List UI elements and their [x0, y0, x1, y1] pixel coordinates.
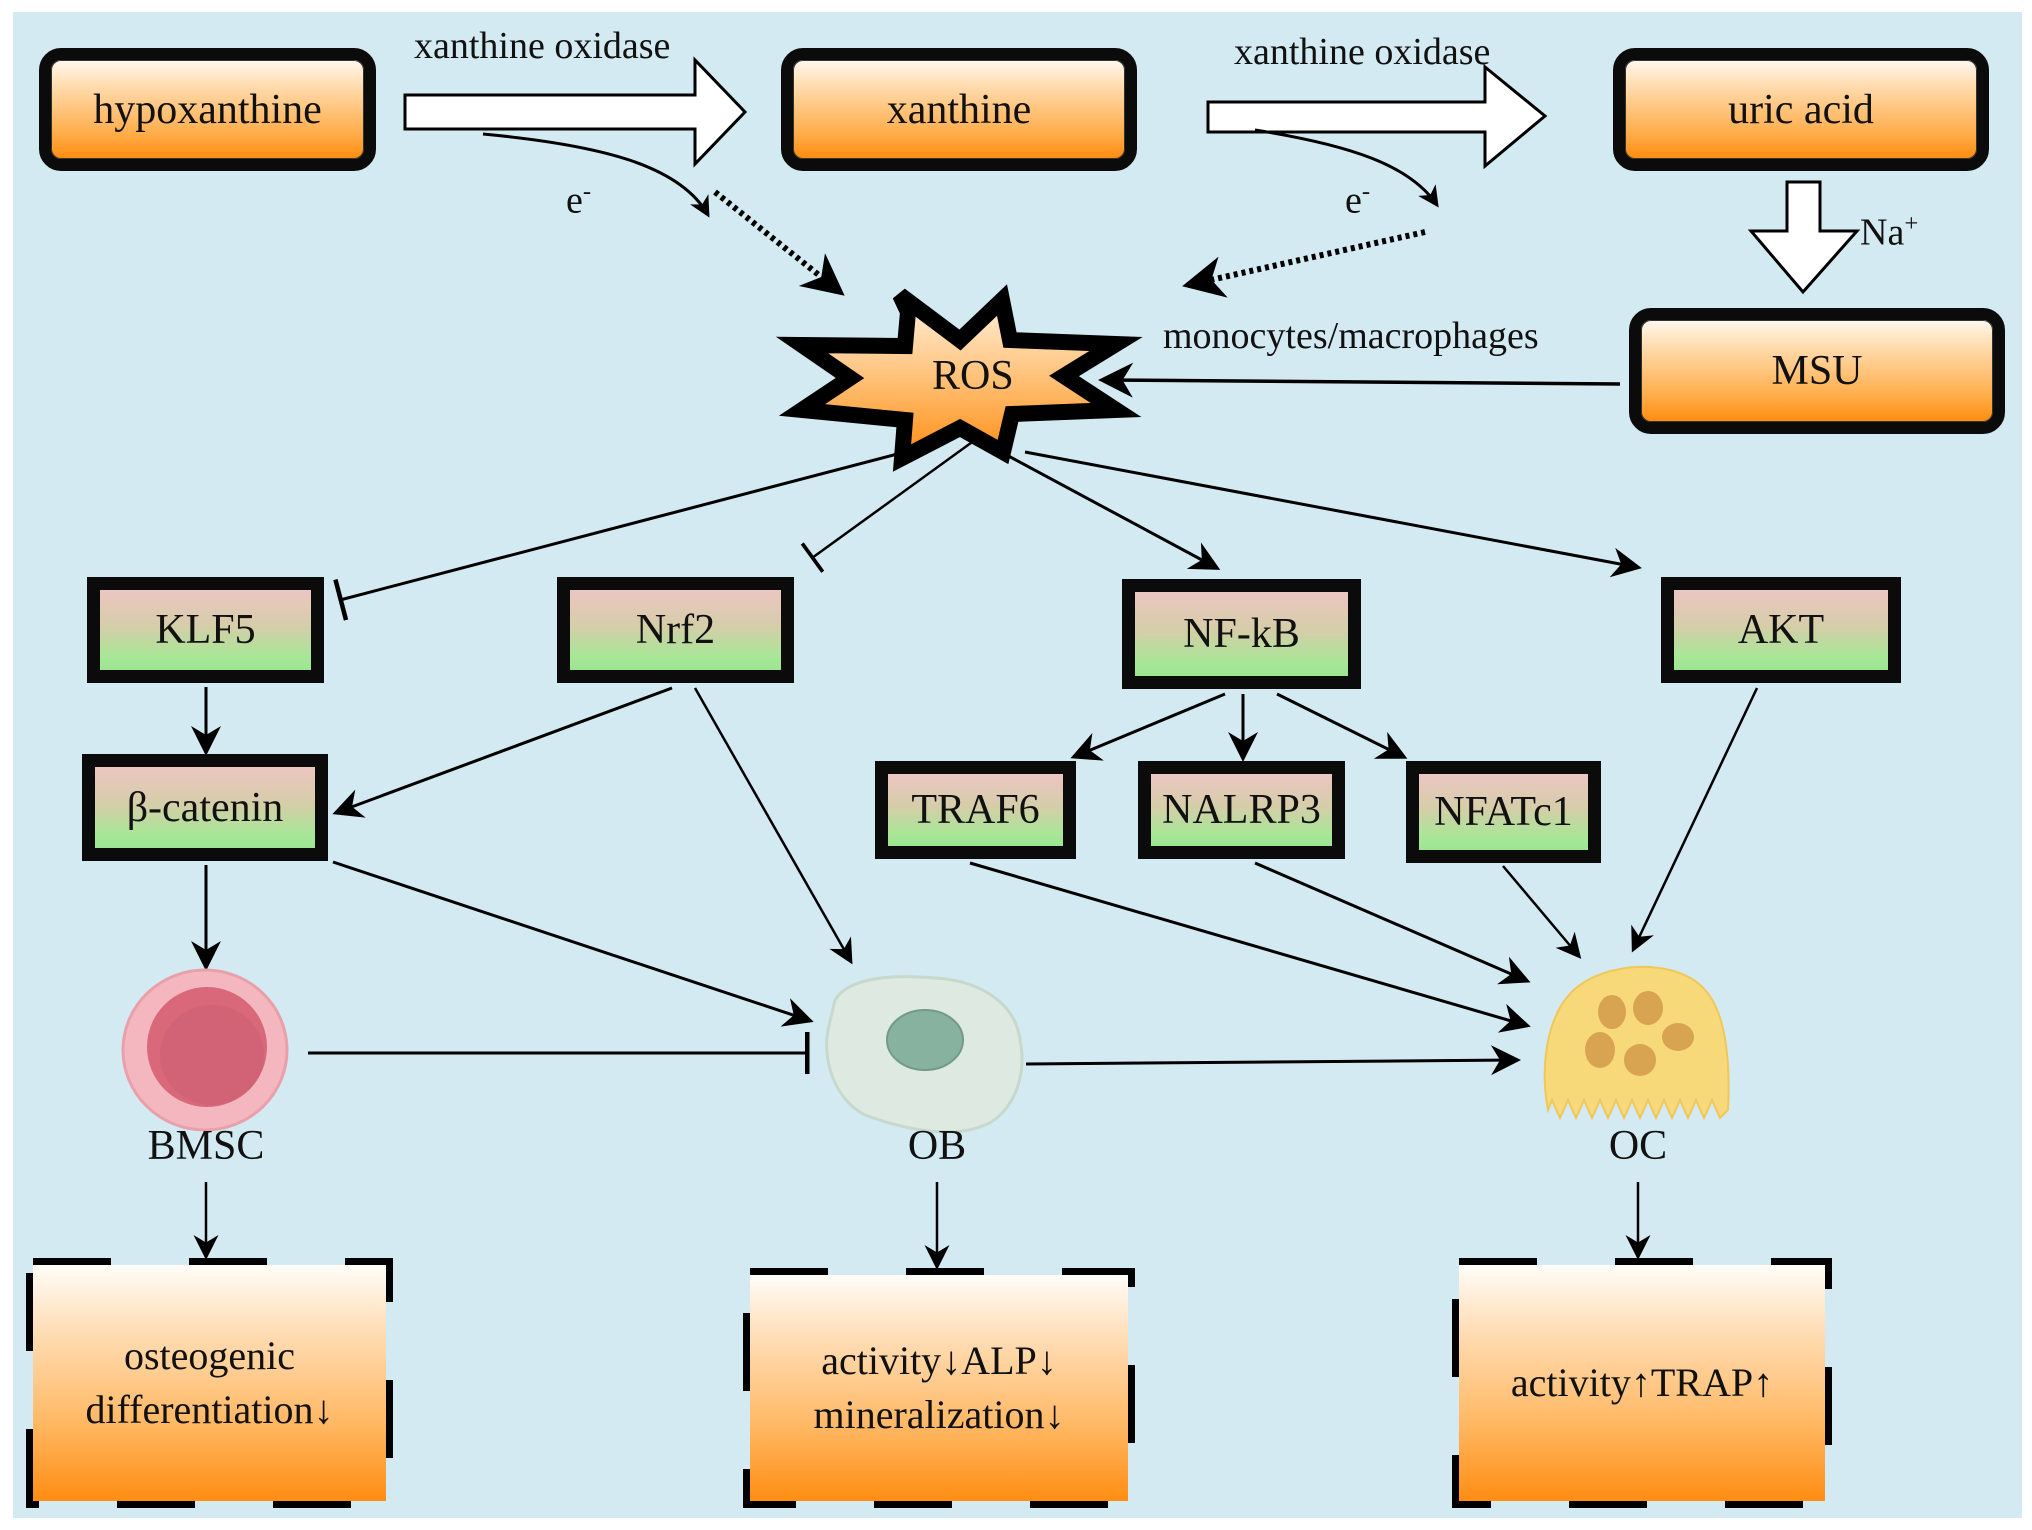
- bmsc-outcome-line2: differentiation↓: [85, 1387, 334, 1432]
- msu-label: MSU: [1771, 348, 1863, 394]
- oc-label: OC: [1608, 1123, 1668, 1169]
- ob-to-oc-arrow: [1025, 1045, 1521, 1076]
- traf6-label: TRAF6: [911, 787, 1040, 833]
- xanthine-label: xanthine: [886, 86, 1032, 133]
- nfatc1-to-oc-arrow: [1502, 865, 1582, 959]
- akt-label: AKT: [1737, 607, 1825, 653]
- ros-star-shape: [775, 284, 1143, 472]
- bmsc-cell-icon: [121, 968, 289, 1132]
- hypoxanthine-label: hypoxanthine: [93, 86, 322, 133]
- monocytes-macrophages-label: monocytes/macrophages: [1163, 315, 1539, 357]
- nrf2-to-betacatenin-arrow: [332, 686, 673, 818]
- klf5-label: KLF5: [155, 607, 256, 653]
- akt-to-oc-arrow: [1631, 687, 1759, 953]
- nrf2-to-ob-arrow: [693, 687, 853, 965]
- bmsc-label: BMSC: [147, 1123, 265, 1169]
- conversion-arrow-uricacid-msu: [1747, 180, 1861, 295]
- nfkb-to-traf6-arrow: [1070, 692, 1226, 761]
- akt-node: AKT: [1661, 577, 1901, 683]
- electron-arrow-1: [482, 132, 710, 218]
- ros-activates-nfkb: [987, 443, 1221, 570]
- oc-outcome-line1: activity↑TRAP↑: [1510, 1360, 1774, 1405]
- ob-outcome-line1: activity↓ALP↓: [821, 1338, 1057, 1383]
- ros-inhibits-klf5: [333, 450, 906, 621]
- beta-catenin-node: β-catenin: [82, 754, 328, 861]
- ros-label: ROS: [932, 353, 1014, 399]
- nfkb-node: NF-kB: [1122, 579, 1361, 689]
- nalrp3-label: NALRP3: [1162, 787, 1321, 833]
- sodium-label: Na+: [1860, 210, 1919, 254]
- nalrp3-to-oc-arrow: [1254, 861, 1531, 985]
- betacatenin-to-ob-arrow: [332, 860, 814, 1027]
- oc-outcome-box: activity↑TRAP↑: [1459, 1265, 1825, 1501]
- oc-cell-icon: [1543, 965, 1730, 1121]
- nrf2-node: Nrf2: [557, 577, 794, 683]
- ros-inhibits-nrf2: [800, 438, 976, 573]
- nfatc1-label: NFATc1: [1434, 789, 1573, 835]
- msu-to-ros-arrow: [1098, 362, 1621, 398]
- nfatc1-node: NFATc1: [1406, 761, 1601, 863]
- nalrp3-node: NALRP3: [1138, 761, 1345, 859]
- beta-catenin-label: β-catenin: [126, 784, 284, 831]
- nfkb-label: NF-kB: [1183, 611, 1300, 657]
- ros-generation-arrow-1: [713, 189, 845, 296]
- conversion-arrow-hypoxanthine-xanthine: [403, 56, 748, 168]
- traf6-to-oc-arrow: [969, 861, 1531, 1033]
- nfkb-to-nfatc1-arrow: [1276, 692, 1408, 759]
- ros-activates-akt: [1024, 450, 1642, 578]
- uric-acid-node: uric acid: [1613, 48, 1989, 171]
- conversion-arrow-xanthine-uricacid: [1206, 63, 1548, 170]
- electron-label-1: e-: [566, 178, 592, 222]
- enzyme-label-1: xanthine oxidase: [414, 25, 671, 67]
- xanthine-node: xanthine: [781, 48, 1137, 171]
- msu-node: MSU: [1629, 308, 2005, 434]
- ob-outcome-box: activity↓ALP↓ mineralization↓: [750, 1275, 1128, 1501]
- electron-arrow-2: [1254, 128, 1439, 208]
- ob-label: OB: [907, 1123, 967, 1169]
- traf6-node: TRAF6: [875, 761, 1076, 859]
- ob-cell-icon: [825, 975, 1024, 1134]
- ob-outcome-line2: mineralization↓: [813, 1392, 1065, 1437]
- hypoxanthine-node: hypoxanthine: [39, 48, 376, 171]
- uric-acid-label: uric acid: [1728, 86, 1874, 133]
- enzyme-label-2: xanthine oxidase: [1234, 31, 1491, 73]
- electron-label-2: e-: [1345, 178, 1371, 222]
- nrf2-label: Nrf2: [635, 607, 716, 653]
- bmsc-outcome-line1: osteogenic: [123, 1333, 296, 1378]
- bmsc-outcome-box: osteogenic differentiation↓: [33, 1265, 386, 1501]
- ros-generation-arrow-2: [1182, 229, 1426, 298]
- klf5-node: KLF5: [87, 577, 324, 683]
